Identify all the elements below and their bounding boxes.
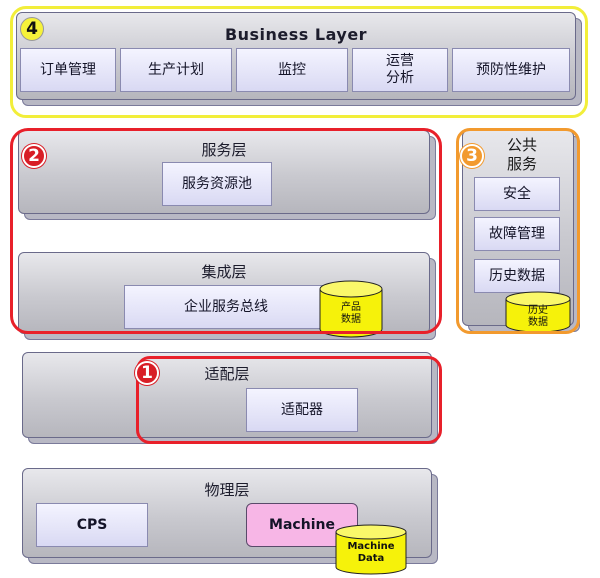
public-item-security[interactable]: 安全 <box>474 177 560 211</box>
physical-layer-title: 物理层 <box>204 481 250 499</box>
adapter-layer-title: 适配层 <box>204 365 250 383</box>
history-data-db-label: 历史 数据 <box>528 305 548 328</box>
badge-3: 3 <box>460 144 484 168</box>
badge-4: 4 <box>20 17 44 41</box>
public-item-fault-management[interactable]: 故障管理 <box>474 217 560 251</box>
business-item-order[interactable]: 订单管理 <box>20 48 116 92</box>
business-layer-title: Business Layer <box>224 25 368 44</box>
adapter-layer-panel: 适配层 <box>22 352 432 438</box>
product-data-db: 产品 数据 <box>318 280 384 338</box>
public-services-title: 公共 服务 <box>506 136 537 173</box>
service-resource-pool[interactable]: 服务资源池 <box>162 162 272 206</box>
database-icon <box>335 524 407 575</box>
badge-1: 1 <box>135 361 159 385</box>
adapter-box[interactable]: 适配器 <box>246 388 358 432</box>
product-data-label: 产品 数据 <box>341 302 361 325</box>
cps-box[interactable]: CPS <box>36 503 148 547</box>
database-icon <box>505 291 571 333</box>
badge-2: 2 <box>22 144 46 168</box>
public-item-history-data[interactable]: 历史数据 <box>474 259 560 293</box>
business-item-preventive-maintenance[interactable]: 预防性维护 <box>452 48 570 92</box>
business-item-operations-analysis[interactable]: 运营 分析 <box>352 48 448 92</box>
enterprise-service-bus[interactable]: 企业服务总线 <box>124 285 328 329</box>
business-item-monitoring[interactable]: 监控 <box>236 48 348 92</box>
history-data-db: 历史 数据 <box>504 291 572 333</box>
service-layer-title: 服务层 <box>201 141 247 159</box>
business-item-production-plan[interactable]: 生产计划 <box>120 48 232 92</box>
machine-data-label: Machine Data <box>347 541 395 564</box>
machine-data-db: Machine Data <box>334 524 408 576</box>
integration-layer-title: 集成层 <box>201 263 247 281</box>
